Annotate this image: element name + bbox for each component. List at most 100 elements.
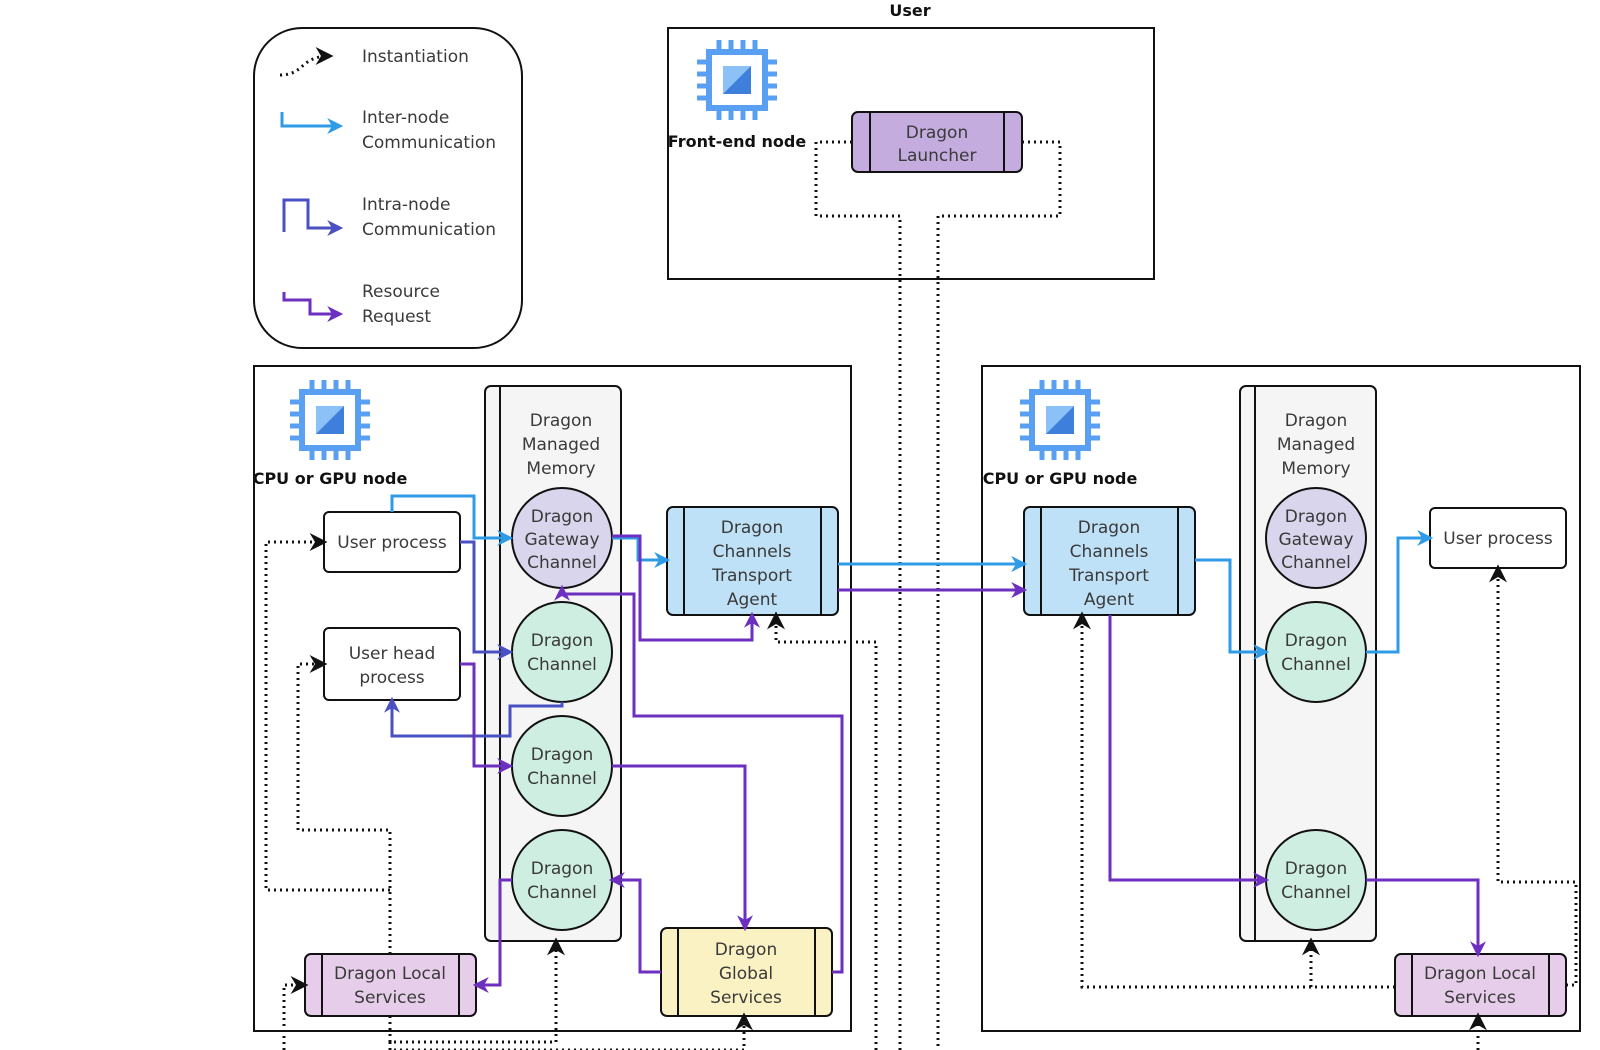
right-channel-2: Dragon Channel [1265, 829, 1367, 931]
left-channel-3-to-local [472, 878, 512, 993]
left-local-label-1: Dragon Local [334, 964, 446, 984]
left-user-head-label-2: process [359, 668, 424, 688]
left-memory-label-1: Dragon [530, 411, 592, 431]
right-gateway-channel: Dragon Gateway Channel [1265, 487, 1367, 589]
left-memory-label-2: Managed [522, 435, 600, 455]
frontend-node-label: Front-end node [668, 132, 807, 151]
left-transport-label-2: Channels [713, 542, 792, 562]
legend-resource-label-1: Resource [362, 282, 440, 302]
left-transport-label-4: Agent [727, 590, 778, 610]
right-channel-1-to-userproc [1366, 530, 1434, 654]
left-channel-1-label-2: Channel [527, 655, 597, 675]
left-connectors [264, 494, 878, 1050]
user-frontend-node: User Front-end node Dragon Launcher [667, 1, 1155, 1050]
left-userproc-to-channel-1 [460, 540, 514, 660]
left-channel-1-label-1: Dragon [531, 631, 593, 651]
launcher-instantiation-line-right [936, 140, 1062, 1050]
left-channel-2: Dragon Channel [511, 715, 613, 817]
left-channel-3-label-1: Dragon [531, 859, 593, 879]
left-node-label: CPU or GPU node [253, 469, 408, 488]
right-node-label: CPU or GPU node [983, 469, 1138, 488]
legend-box [253, 27, 523, 349]
frontend-node-box [667, 27, 1155, 280]
right-transport-to-channel-2 [1108, 615, 1270, 888]
left-userhead-to-channel-2 [460, 662, 514, 774]
left-channel-2-to-global [612, 764, 753, 932]
right-transport-to-channel-1 [1195, 558, 1270, 660]
right-compute-node: CPU or GPU node Dragon Managed Memory Dr… [981, 365, 1581, 1050]
left-channel-2-label-1: Dragon [531, 745, 593, 765]
right-memory-label-1: Dragon [1285, 411, 1347, 431]
legend-intra-node-label-1: Intra-node [362, 195, 450, 215]
left-compute-node: CPU or GPU node Dragon Managed Memory Us… [253, 365, 878, 1050]
legend-inter-node-arrow [280, 112, 344, 134]
right-memory-label-2: Managed [1277, 435, 1355, 455]
left-memory-label-3: Memory [526, 459, 595, 479]
legend-inter-node-label-1: Inter-node [362, 108, 449, 128]
right-gateway-label-3: Channel [1281, 553, 1351, 573]
left-global-to-channel-3 [608, 872, 661, 974]
user-title: User [889, 1, 930, 20]
right-transport-agent: Dragon Channels Transport Agent [1023, 506, 1196, 616]
left-launcher-to-global-inst [388, 1012, 753, 1050]
right-transport-label-4: Agent [1084, 590, 1135, 610]
legend-resource-arrow [282, 292, 344, 322]
right-transport-label-2: Channels [1070, 542, 1149, 562]
left-userproc-to-gateway [390, 494, 514, 546]
launcher-label-1: Dragon [906, 123, 968, 143]
launcher-label-2: Launcher [897, 146, 976, 166]
right-local-to-transport-inst [1073, 611, 1395, 989]
left-global-to-gateway [554, 584, 844, 974]
left-gateway-label-2: Gateway [524, 530, 599, 550]
right-gateway-label-2: Gateway [1278, 530, 1353, 550]
left-global-label-3: Services [710, 988, 782, 1008]
right-local-to-userproc-inst [1489, 564, 1578, 987]
left-user-process: User process [323, 511, 461, 573]
legend-intra-node-label-2: Communication [362, 220, 496, 240]
left-launcher-to-transport-inst [767, 611, 878, 1050]
left-node-box [253, 365, 852, 1032]
right-gateway-label-1: Dragon [1285, 507, 1347, 527]
left-global-services: Dragon Global Services [660, 927, 833, 1017]
left-global-label-2: Global [719, 964, 773, 984]
left-gateway-to-transport-request [612, 534, 760, 642]
left-local-to-memory-inst [388, 937, 565, 1044]
left-transport-label-1: Dragon [721, 518, 783, 538]
legend-inter-node-label-2: Communication [362, 133, 496, 153]
right-local-label-1: Dragon Local [1424, 964, 1536, 984]
left-channel-1: Dragon Channel [511, 601, 613, 703]
left-channel-1-to-userhead [384, 696, 564, 738]
right-connectors [1073, 530, 1578, 1050]
legend: Instantiation Inter-node Communication I… [253, 27, 523, 349]
left-channel-3: Dragon Channel [511, 829, 613, 931]
legend-resource-label-2: Request [362, 307, 431, 327]
right-user-process-label: User process [1443, 529, 1553, 549]
left-local-to-userhead-inst [296, 655, 392, 954]
left-channel-2-label-2: Channel [527, 769, 597, 789]
left-local-to-userproc-inst [264, 533, 390, 892]
launcher-instantiation-line-left [814, 140, 902, 1050]
left-local-label-2: Services [354, 988, 426, 1008]
right-memory-label-3: Memory [1281, 459, 1350, 479]
chip-icon [1020, 380, 1100, 460]
chip-icon [290, 380, 370, 460]
right-channel-2-to-local [1366, 878, 1486, 958]
right-transport-label-1: Dragon [1078, 518, 1140, 538]
left-global-label-1: Dragon [715, 940, 777, 960]
left-transport-label-3: Transport [711, 566, 792, 586]
right-channel-1-label-2: Channel [1281, 655, 1351, 675]
right-channel-1: Dragon Channel [1265, 601, 1367, 703]
left-user-head-label-1: User head [349, 644, 436, 664]
right-node-box [981, 365, 1581, 1032]
left-launcher-to-local-inst [282, 976, 309, 1050]
left-gateway-to-transport [612, 536, 671, 568]
legend-instantiation-label: Instantiation [362, 47, 469, 67]
right-local-services: Dragon Local Services [1394, 953, 1567, 1017]
left-local-services: Dragon Local Services [304, 953, 477, 1017]
left-gateway-channel: Dragon Gateway Channel [511, 487, 613, 589]
right-channel-2-label-2: Channel [1281, 883, 1351, 903]
left-user-process-label: User process [337, 533, 447, 553]
right-transport-label-3: Transport [1068, 566, 1149, 586]
left-gateway-label-1: Dragon [531, 507, 593, 527]
